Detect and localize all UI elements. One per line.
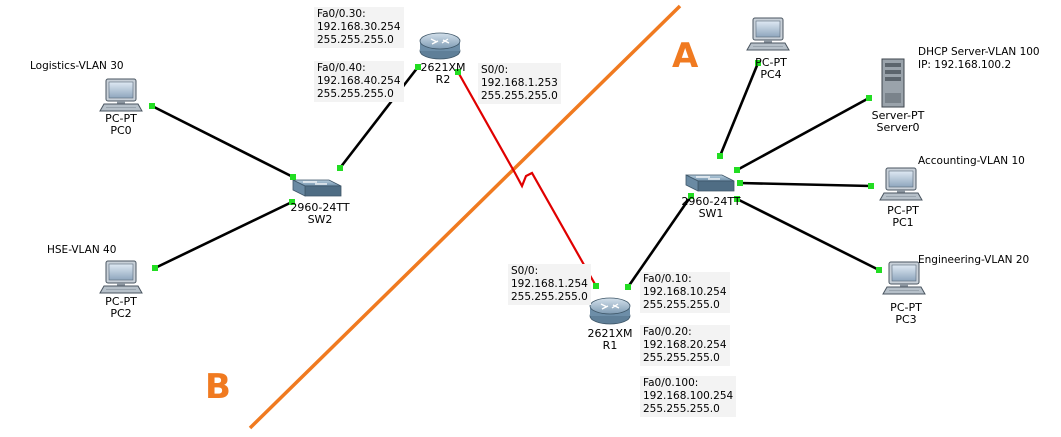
pc4-icon[interactable] [746,17,790,51]
pc0-model: PC-PT [105,112,137,125]
iface-mask: 255.255.255.0 [643,299,720,311]
logistics-vlan-label: Logistics-VLAN 30 [30,60,124,72]
server0-server-icon[interactable] [881,58,905,108]
serial-link-r2-r1 [457,71,597,287]
pc3-name: PC3 [895,313,917,326]
pc1-icon[interactable] [879,167,923,201]
cable-sw1-pc4 [718,62,760,157]
iface-ip: 192.168.1.254 [511,278,588,290]
cable-sw1-server0 [736,96,870,172]
iface-name: Fa0/0.100: [643,377,699,389]
pc0-name: PC0 [110,124,132,137]
sw1-switch-icon[interactable] [685,174,735,192]
iface-ip: 192.168.40.254 [317,75,401,87]
sw1-label[interactable]: 2960-24TT SW1 [681,196,740,220]
dhcp-server-title: DHCP Server-VLAN 100 [918,46,1040,58]
iface-mask: 255.255.255.0 [317,34,394,46]
iface-mask: 255.255.255.0 [481,90,558,102]
pc3-label[interactable]: PC-PT PC3 [890,302,922,326]
sw2-label[interactable]: 2960-24TT SW2 [290,202,349,226]
sw2-model: 2960-24TT [290,201,350,214]
pc1-name: PC1 [892,216,914,229]
iface-ip: 192.168.10.254 [643,286,727,298]
r2-model: 2621XM [420,61,466,74]
sw1-name: SW1 [698,207,724,220]
pc3-icon[interactable] [882,261,926,295]
cable-r1-sw1 [626,195,693,288]
server0-name: Server0 [876,121,920,134]
cable-sw1-pc1 [739,181,872,188]
iface-ip: 192.168.1.253 [481,77,558,89]
iface-name: Fa0/0.40: [317,62,366,74]
dhcp-server-label: DHCP Server-VLAN 100 IP: 192.168.100.2 [918,46,1040,71]
r2-label[interactable]: 2621XM R2 [420,62,465,86]
pc1-model: PC-PT [887,204,919,217]
iface-name: Fa0/0.20: [643,326,692,338]
r1-label[interactable]: 2621XM R1 [587,328,632,352]
pc4-label[interactable]: PC-PT PC4 [755,57,787,81]
server0-label[interactable]: Server-PT Server0 [872,110,925,134]
iface-ip: 192.168.30.254 [317,21,401,33]
pc2-icon[interactable] [99,260,143,294]
hse-vlan-label: HSE-VLAN 40 [47,244,117,256]
zone-label-b: B [205,367,231,407]
r1-router-icon[interactable] [589,297,631,325]
sw1-model: 2960-24TT [681,195,741,208]
r1-model: 2621XM [587,327,633,340]
engineering-vlan-label: Engineering-VLAN 20 [918,254,1030,266]
iface-ip: 192.168.100.254 [643,390,734,402]
pc2-name: PC2 [110,307,132,320]
iface-name: S0/0: [511,265,539,277]
iface-mask: 255.255.255.0 [317,88,394,100]
iface-ip: 192.168.20.254 [643,339,727,351]
iface-name: Fa0/0.10: [643,273,692,285]
cable-pc2-sw2 [154,200,293,270]
dhcp-server-ip: IP: 192.168.100.2 [918,58,1012,71]
pc0-icon[interactable] [99,78,143,112]
pc1-label[interactable]: PC-PT PC1 [887,205,919,229]
pc4-name: PC4 [760,68,782,81]
pc2-model: PC-PT [105,295,137,308]
pc2-label[interactable]: PC-PT PC2 [105,296,137,320]
iface-mask: 255.255.255.0 [511,291,588,303]
sw2-name: SW2 [307,213,333,226]
iface-name: Fa0/0.30: [317,8,366,20]
zone-label-a: A [672,36,699,76]
cable-pc0-sw2 [151,104,294,179]
ethernet-cables [151,62,880,288]
zone-divider-line [248,4,682,430]
accounting-vlan-label: Accounting-VLAN 10 [918,155,1025,167]
r2-name: R2 [435,73,451,86]
iface-mask: 255.255.255.0 [643,403,720,415]
server0-model: Server-PT [871,109,925,122]
pc4-model: PC-PT [755,56,787,69]
cable-sw1-pc3 [736,197,880,272]
r1-name: R1 [602,339,618,352]
pc0-label[interactable]: PC-PT PC0 [105,113,137,137]
port-status-indicators [149,60,882,290]
pc3-model: PC-PT [890,301,922,314]
iface-name: S0/0: [481,64,509,76]
r2-router-icon[interactable] [419,32,461,60]
cable-sw2-r2 [338,66,420,169]
iface-mask: 255.255.255.0 [643,352,720,364]
sw2-switch-icon[interactable] [292,179,342,197]
